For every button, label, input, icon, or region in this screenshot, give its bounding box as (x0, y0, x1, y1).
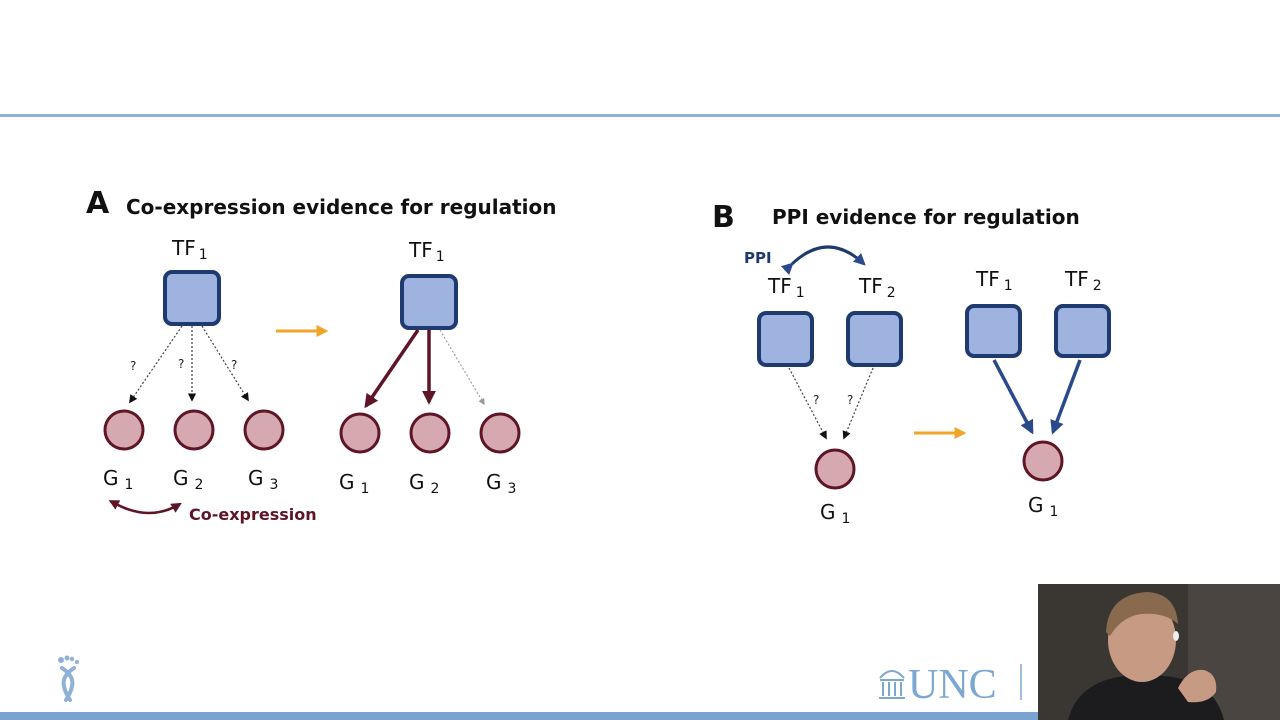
b-right-tf-1-node (965, 304, 1022, 358)
a-right-edge-g3 (439, 329, 485, 406)
a-left-edge-g1 (129, 325, 183, 404)
a-left-gene-3-node (243, 409, 285, 451)
a-left-tf-node (163, 270, 221, 326)
a-left-question-1: ? (130, 359, 136, 373)
a-right-tf-node (400, 274, 458, 330)
a-left-question-2: ? (178, 357, 184, 371)
a-left-question-3: ? (231, 358, 237, 372)
b-ppi-label: PPI (744, 249, 772, 267)
b-left-tf-2-node (846, 311, 903, 367)
footprint-ribbon-icon (58, 655, 79, 702)
webcam-overlay (1038, 584, 1280, 720)
a-right-gene-2-node (409, 412, 451, 454)
unc-logo: UNC (879, 662, 1022, 708)
a-right-gene-3-node (479, 412, 521, 454)
b-left-gene-node (814, 448, 856, 490)
panel-b-letter: B (712, 200, 735, 235)
panel-a-letter: A (86, 186, 110, 221)
b-right-gene-node (1022, 440, 1064, 482)
b-left-edge-tf2 (842, 367, 874, 440)
a-coexpression-arrow (108, 500, 182, 515)
panel-a-title: Co-expression evidence for regulation (126, 195, 557, 219)
footer-bar (0, 712, 1280, 720)
b-right-edge-tf2 (1050, 359, 1082, 435)
old-well-icon (879, 670, 905, 699)
b-left-edge-tf1 (788, 367, 827, 440)
b-right-tf-2-node (1054, 304, 1111, 358)
b-left-tf-1-node (757, 311, 814, 367)
unc-wordmark: UNC (908, 662, 997, 708)
b-right-edge-tf1 (992, 359, 1034, 435)
header-divider (0, 114, 1280, 117)
a-right-gene-1-node (339, 412, 381, 454)
b-left-question-2: ? (847, 393, 853, 407)
a-left-edge-g3 (201, 325, 249, 402)
b-ppi-arrow (780, 245, 866, 275)
a-right-edge-g1 (364, 329, 420, 409)
a-left-gene-1-node (103, 409, 145, 451)
a-coexpression-label: Co-expression (189, 505, 317, 524)
panel-b-title: PPI evidence for regulation (772, 205, 1080, 229)
b-left-question-1: ? (813, 393, 819, 407)
presenter-video (1038, 584, 1280, 720)
a-left-gene-2-node (173, 409, 215, 451)
